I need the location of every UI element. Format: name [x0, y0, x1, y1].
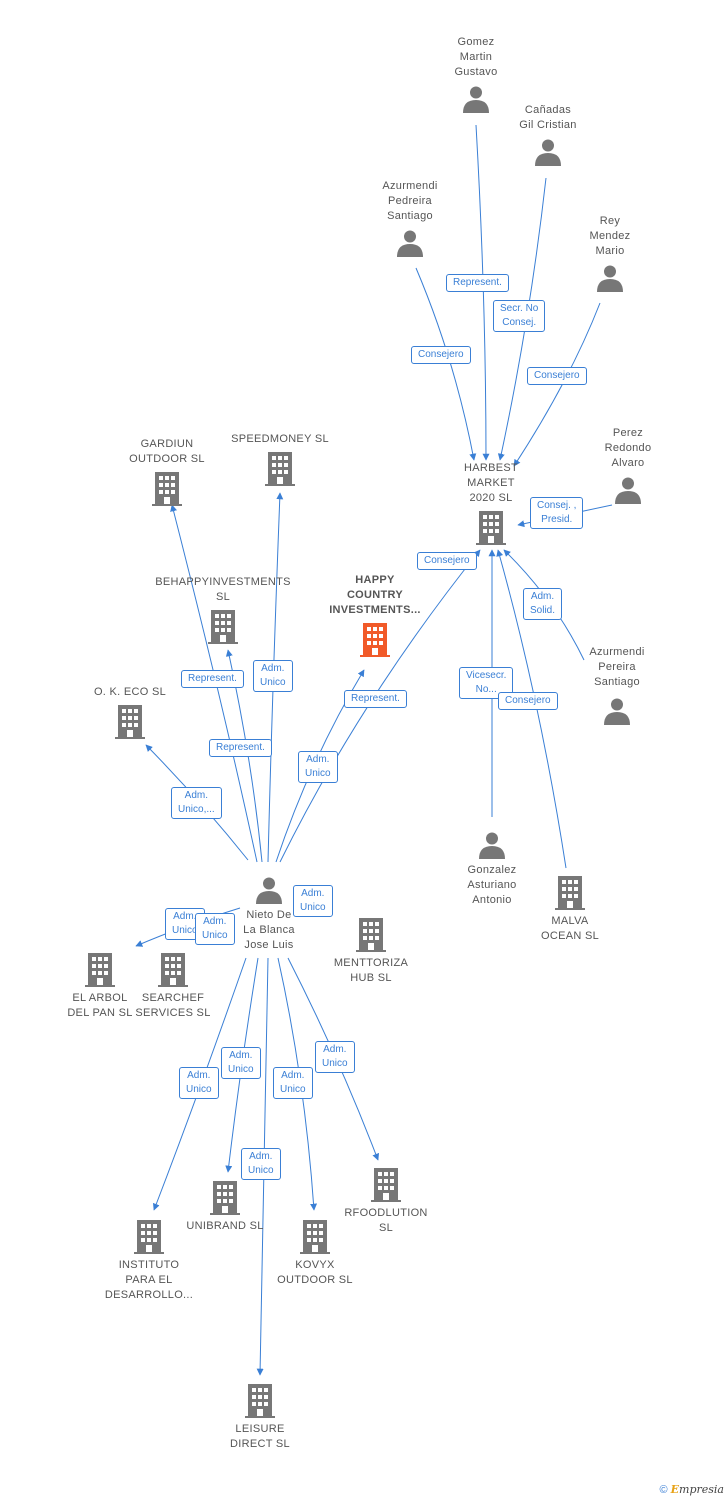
person-icon — [604, 698, 630, 725]
edge-label-adm-unico[interactable]: Adm. Unico — [221, 1047, 261, 1079]
edge-label-adm-unico[interactable]: Adm. Unico — [241, 1148, 281, 1180]
node-searchef[interactable]: SEARCHEF SERVICES SL — [108, 952, 238, 1021]
node-label: O. K. ECO SL — [93, 686, 167, 698]
person-icon — [615, 477, 641, 504]
building-icon — [210, 1181, 240, 1215]
node-gardiun[interactable]: GARDIUN OUTDOOR SL — [102, 437, 232, 507]
node-label: Azurmendi Pedreira Santiago — [382, 180, 438, 222]
edge-label-consejero[interactable]: Consejero — [417, 552, 477, 570]
edge-label-adm-solid[interactable]: Adm. Solid. — [523, 588, 563, 620]
node-azurmendi-pedreira[interactable]: Azurmendi Pedreira Santiago — [345, 179, 475, 258]
building-icon — [356, 918, 386, 952]
person-icon — [397, 230, 423, 257]
building-icon — [152, 472, 182, 506]
node-perez[interactable]: Perez Redondo Alvaro — [563, 426, 693, 505]
building-icon — [300, 1220, 330, 1254]
node-unibrand[interactable]: UNIBRAND SL — [160, 1180, 290, 1234]
node-oketo[interactable]: O. K. ECO SL — [65, 685, 195, 740]
node-label: HARBEST MARKET 2020 SL — [463, 462, 519, 504]
node-canadas[interactable]: Cañadas Gil Cristian — [483, 103, 613, 167]
node-label: KOVYX OUTDOOR SL — [277, 1259, 353, 1286]
node-label: MENTTORIZA HUB SL — [333, 957, 409, 984]
node-label: SPEEDMONEY SL — [231, 433, 329, 445]
node-instituto[interactable]: INSTITUTO PARA EL DESARROLLO... — [84, 1219, 214, 1303]
footer-brand[interactable]: © Empresia — [659, 1483, 724, 1496]
building-icon — [360, 623, 390, 657]
person-icon — [597, 265, 623, 292]
building-icon — [134, 1220, 164, 1254]
edge-gomez-harbest — [475, 124, 490, 461]
edge-label-consejero[interactable]: Consejero — [527, 367, 587, 385]
building-icon — [208, 610, 238, 644]
node-label: BEHAPPYINVESTMENTS SL — [155, 576, 291, 603]
edge-label-secr-no-consej[interactable]: Secr. No Consej. — [493, 300, 546, 332]
edge-label-adm-unico[interactable]: Adm. Unico — [315, 1041, 355, 1073]
edge-label-adm-unico[interactable]: Adm. Unico — [253, 660, 293, 692]
person-icon — [535, 139, 561, 166]
building-icon — [555, 876, 585, 910]
node-label: MALVA OCEAN SL — [540, 915, 600, 942]
person-icon — [463, 86, 489, 113]
edge-label-represent[interactable]: Represent. — [344, 690, 407, 708]
node-label: UNIBRAND SL — [186, 1220, 264, 1232]
node-label: Azurmendi Pereira Santiago — [589, 646, 645, 688]
node-leisure[interactable]: LEISURE DIRECT SL — [195, 1383, 325, 1452]
building-icon — [265, 452, 295, 486]
node-harbest[interactable]: HARBEST MARKET 2020 SL — [426, 461, 556, 546]
node-malva[interactable]: MALVA OCEAN SL — [505, 875, 635, 944]
edge-label-represent[interactable]: Represent. — [181, 670, 244, 688]
node-elarbol[interactable]: EL ARBOL DEL PAN SL — [35, 952, 165, 1021]
person-icon — [256, 877, 282, 904]
edge-label-adm-unico[interactable]: Adm. Unico,... — [171, 787, 222, 819]
building-icon — [371, 1168, 401, 1202]
edge-label-adm-unico[interactable]: Adm. Unico — [273, 1067, 313, 1099]
node-label: GARDIUN OUTDOOR SL — [129, 438, 205, 465]
node-label: LEISURE DIRECT SL — [230, 1423, 290, 1450]
node-menttoriza[interactable]: MENTTORIZA HUB SL — [306, 917, 436, 986]
node-label: Cañadas Gil Cristian — [519, 104, 577, 131]
node-label: Gonzalez Asturiano Antonio — [467, 864, 517, 906]
node-rey[interactable]: Rey Mendez Mario — [545, 214, 675, 293]
building-icon — [115, 705, 145, 739]
node-happy-country[interactable]: HAPPY COUNTRY INVESTMENTS... — [310, 573, 440, 658]
person-icon — [479, 832, 505, 859]
edge-nieto-gardiun — [170, 504, 258, 863]
edge-label-consejero[interactable]: Consejero — [498, 692, 558, 710]
node-label: RFOODLUTION SL — [344, 1207, 428, 1234]
node-speedmoney[interactable]: SPEEDMONEY SL — [215, 432, 345, 487]
edge-label-represent[interactable]: Represent. — [446, 274, 509, 292]
edge-label-represent[interactable]: Represent. — [209, 739, 272, 757]
edge-azurmendi-harbest — [415, 267, 477, 461]
edge-label-consej-presid[interactable]: Consej. , Presid. — [530, 497, 584, 529]
node-kovyx[interactable]: KOVYX OUTDOOR SL — [250, 1219, 380, 1288]
node-label: INSTITUTO PARA EL DESARROLLO... — [104, 1259, 194, 1301]
node-behappy[interactable]: BEHAPPYINVESTMENTS SL — [155, 575, 291, 645]
building-icon — [158, 953, 188, 987]
node-label: SEARCHEF SERVICES SL — [135, 992, 211, 1019]
building-icon — [85, 953, 115, 987]
brand-logo: Empresia — [670, 1483, 724, 1496]
copyright-symbol: © — [659, 1484, 668, 1496]
edge-label-vicesecr-no[interactable]: Vicesecr. No... — [459, 667, 514, 699]
edge-label-consejero[interactable]: Consejero — [411, 346, 471, 364]
node-azurmendi-pereira[interactable]: Azurmendi Pereira Santiago — [552, 642, 682, 726]
node-label: Gomez Martin Gustavo — [454, 36, 498, 78]
building-icon — [476, 511, 506, 545]
node-nieto[interactable]: Nieto De La Blanca Jose Luis — [204, 875, 334, 953]
node-rfoodlution[interactable]: RFOODLUTION SL — [321, 1167, 451, 1236]
edge-label-adm-unico[interactable]: Adm. Unico — [179, 1067, 219, 1099]
node-label: Perez Redondo Alvaro — [604, 427, 652, 469]
node-label: EL ARBOL DEL PAN SL — [67, 992, 133, 1019]
edge-label-adm-unico[interactable]: Adm. Unico — [298, 751, 338, 783]
node-label: HAPPY COUNTRY INVESTMENTS... — [329, 574, 421, 616]
node-label: Rey Mendez Mario — [589, 215, 631, 257]
node-label: Nieto De La Blanca Jose Luis — [243, 909, 295, 951]
edge-label-adm-unico[interactable]: Adm. Unico — [293, 885, 333, 917]
edge-label-adm-unico[interactable]: Adm. Unico — [195, 913, 235, 945]
node-gonzalez[interactable]: Gonzalez Asturiano Antonio — [427, 830, 557, 908]
building-icon — [245, 1384, 275, 1418]
node-gomez[interactable]: Gomez Martin Gustavo — [411, 35, 541, 114]
